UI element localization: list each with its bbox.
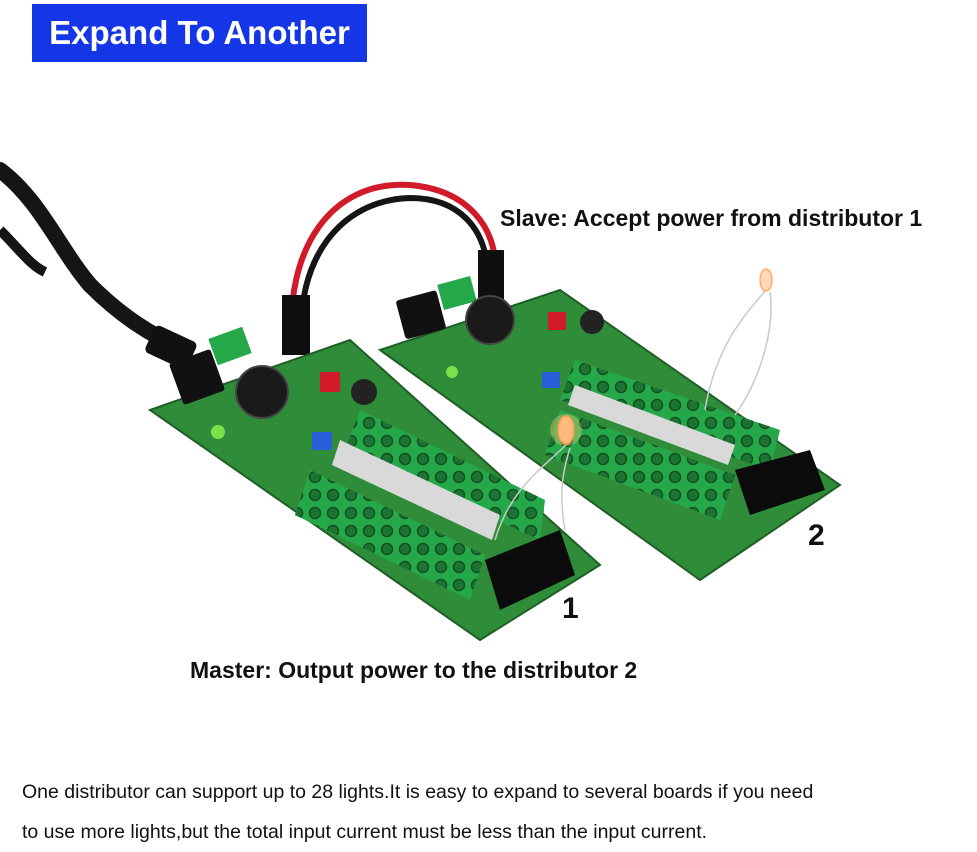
board-1-number: 1 [562,592,579,625]
master-label: Master: Output power to the distributor … [190,657,638,683]
led-bulbs [494,268,773,541]
banner-title: Expand To Another [49,14,350,51]
jumper-wires [282,181,504,355]
description: One distributor can support up to 28 lig… [22,772,972,852]
distributor-board-2 [377,276,842,582]
distributor-board-1 [147,326,602,642]
power-cable [0,162,197,370]
description-line-2: to use more lights,but the total input c… [22,821,708,843]
title-banner: Expand To Another [32,4,367,62]
board-2-number: 2 [808,519,825,552]
slave-label: Slave: Accept power from distributor 1 [500,205,923,231]
description-line-1: One distributor can support up to 28 lig… [22,781,814,803]
